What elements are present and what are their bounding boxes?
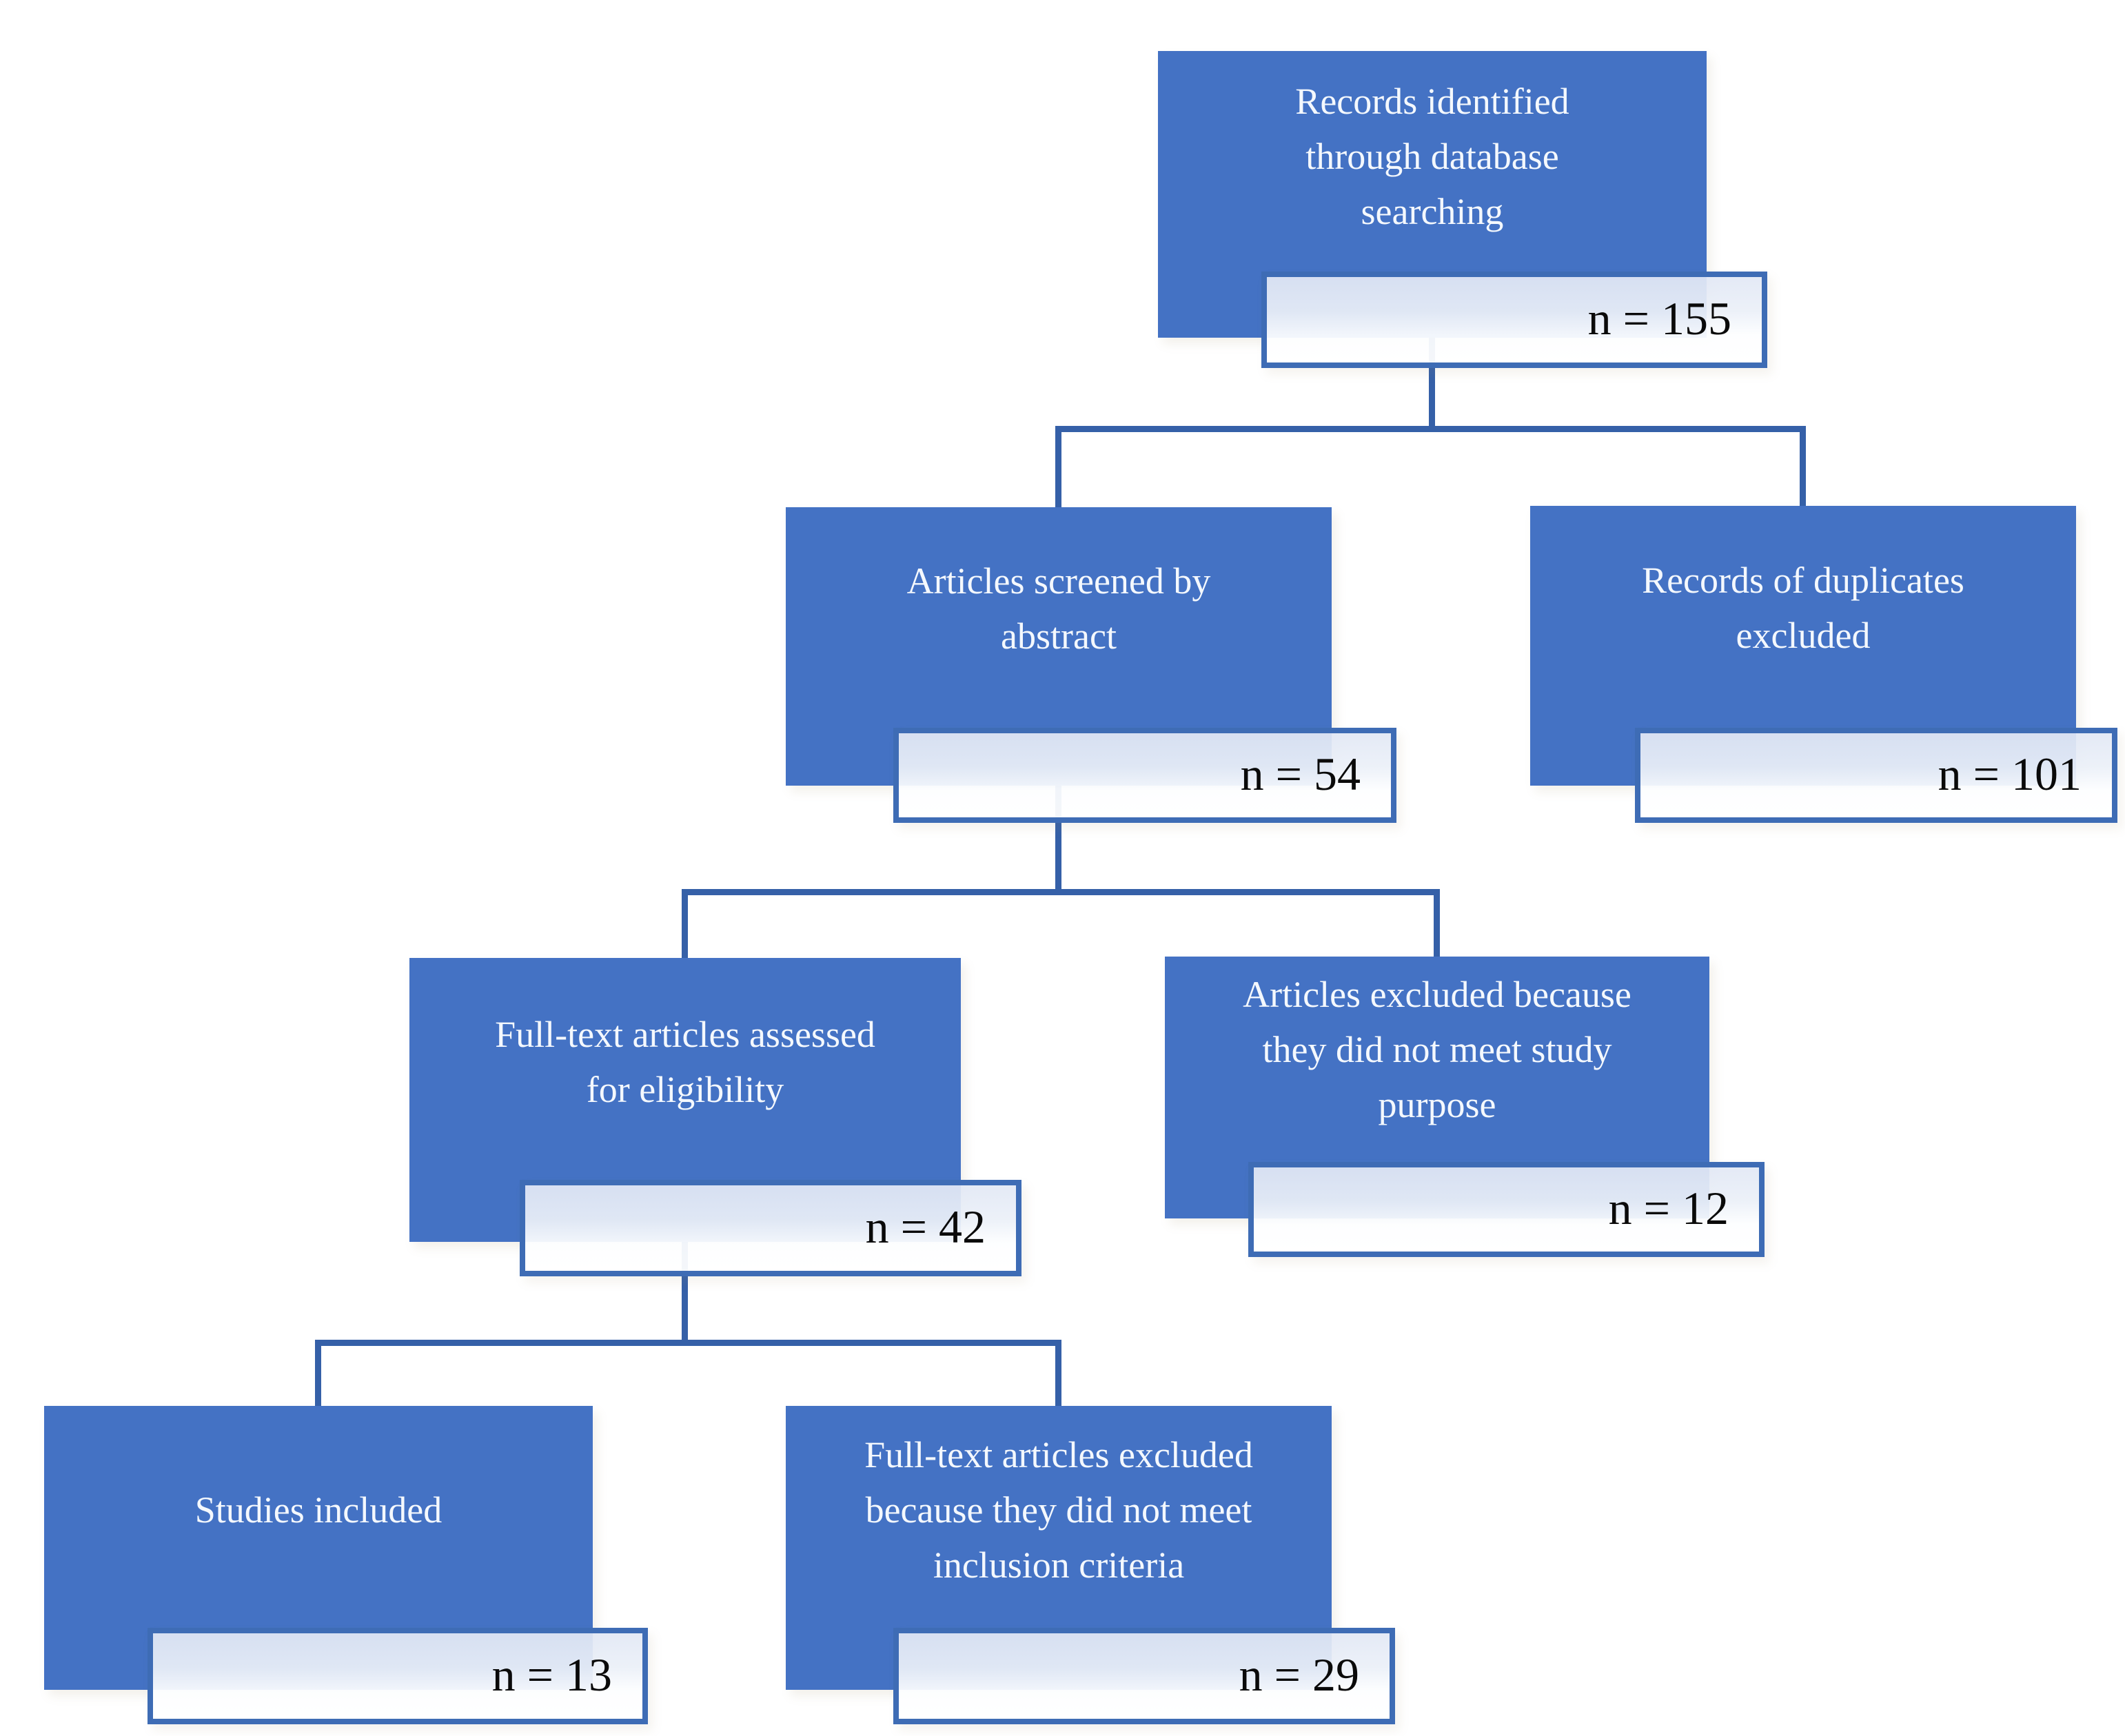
connector-drop-fulltext-excluded	[1055, 1346, 1061, 1406]
count-badge-articles-screened: n = 54	[893, 728, 1396, 823]
count-text: n = 54	[1240, 747, 1361, 800]
count-text: n = 13	[491, 1648, 612, 1701]
connector-drop-fulltext-assessed	[682, 895, 688, 958]
count-text: n = 42	[865, 1200, 986, 1253]
connector-stem-articles-screened	[1055, 786, 1061, 895]
connector-drop-articles-screened	[1055, 432, 1061, 507]
count-badge-records-identified: n = 155	[1261, 272, 1767, 368]
flow-box-label: Articles excluded because they did not m…	[1243, 974, 1631, 1125]
flow-box-label: Records of duplicates excluded	[1642, 560, 1964, 656]
count-badge-excluded-study-purpose: n = 12	[1248, 1162, 1765, 1257]
flow-box-label: Articles screened by abstract	[906, 560, 1211, 657]
count-badge-fulltext-assessed: n = 42	[520, 1180, 1021, 1276]
connector-drop-studies-included	[315, 1346, 321, 1406]
flow-box-label: Records identified through database sear…	[1295, 81, 1569, 232]
count-text: n = 101	[1938, 747, 2082, 800]
connector-bar-level-2	[1055, 426, 1806, 432]
flow-box-label: Studies included	[194, 1489, 443, 1531]
count-badge-duplicates-excluded: n = 101	[1635, 728, 2117, 823]
flow-box-label: Full-text articles assessed for eligibil…	[495, 1014, 875, 1110]
connector-bar-level-3	[682, 889, 1440, 895]
connector-stem-records-identified	[1429, 338, 1435, 432]
count-text: n = 12	[1608, 1181, 1729, 1234]
connector-stem-fulltext-assessed	[682, 1242, 688, 1346]
count-text: n = 29	[1239, 1648, 1359, 1701]
count-badge-fulltext-excluded: n = 29	[893, 1628, 1395, 1724]
connector-drop-duplicates-excluded	[1800, 432, 1806, 506]
connector-bar-level-4	[315, 1340, 1061, 1346]
flow-box-label: Full-text articles excluded because they…	[864, 1434, 1253, 1586]
count-badge-studies-included: n = 13	[148, 1628, 648, 1724]
connector-drop-excluded-study-purpose	[1434, 895, 1440, 957]
count-text: n = 155	[1587, 292, 1731, 345]
